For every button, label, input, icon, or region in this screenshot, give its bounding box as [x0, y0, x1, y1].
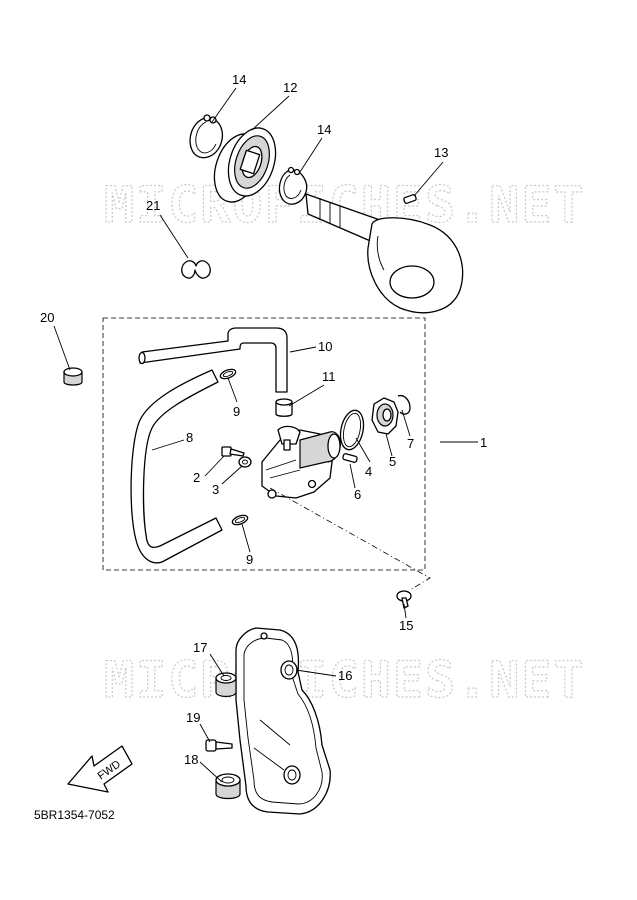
callout-16: 16 — [338, 668, 352, 683]
shaft-gear-13 — [305, 193, 464, 314]
assembly-box — [102, 317, 426, 571]
callout-2: 2 — [193, 470, 200, 485]
grommet-18 — [215, 773, 241, 800]
screw-19 — [205, 739, 233, 752]
bolt-15 — [396, 590, 412, 609]
washer-3 — [238, 456, 252, 468]
callout-8: 8 — [186, 430, 193, 445]
bolt-2 — [221, 446, 245, 457]
leader-lines — [53, 87, 478, 783]
hose-8 — [130, 369, 223, 564]
callout-14-left: 14 — [232, 72, 246, 87]
callout-1: 1 — [480, 435, 487, 450]
callout-10: 10 — [318, 339, 332, 354]
callout-9-bottom: 9 — [246, 552, 253, 567]
hose-clamp-9-bottom — [231, 514, 249, 526]
callout-3: 3 — [212, 482, 219, 497]
grommet-17 — [215, 672, 237, 698]
circlip-14-right — [278, 166, 308, 205]
callout-13: 13 — [434, 145, 448, 160]
callout-12: 12 — [283, 80, 297, 95]
bushing-20 — [63, 367, 83, 386]
sleeve-11 — [275, 398, 293, 417]
clip-21 — [181, 260, 211, 279]
pin-6 — [342, 453, 358, 463]
callout-18: 18 — [184, 752, 198, 767]
fwd-arrow-icon: FWD — [67, 745, 133, 793]
oil-pump-body — [261, 425, 341, 499]
o-ring-4 — [339, 409, 365, 451]
callout-19: 19 — [186, 710, 200, 725]
callout-11: 11 — [322, 369, 336, 384]
callout-7: 7 — [407, 436, 414, 451]
hose-clamp-9-top — [219, 368, 237, 380]
callout-15: 15 — [399, 618, 413, 633]
callout-14-right: 14 — [317, 122, 331, 137]
pump-cover — [235, 627, 331, 815]
circlip-14-left — [189, 114, 224, 159]
pump-gear-5 — [371, 397, 399, 435]
callout-17: 17 — [193, 640, 207, 655]
circlip-7 — [397, 394, 411, 415]
callout-6: 6 — [354, 487, 361, 502]
callout-20: 20 — [40, 310, 54, 325]
callout-21: 21 — [146, 198, 160, 213]
diagram-code: 5BR1354-7052 — [34, 808, 115, 822]
pulley-12 — [213, 127, 277, 203]
centerline-bolt — [269, 487, 431, 591]
hose-10 — [138, 327, 288, 393]
watermark-bottom: MICROFICHES.NET — [104, 651, 586, 709]
callout-5: 5 — [389, 454, 396, 469]
callout-9-top: 9 — [233, 404, 240, 419]
callout-4: 4 — [365, 464, 372, 479]
